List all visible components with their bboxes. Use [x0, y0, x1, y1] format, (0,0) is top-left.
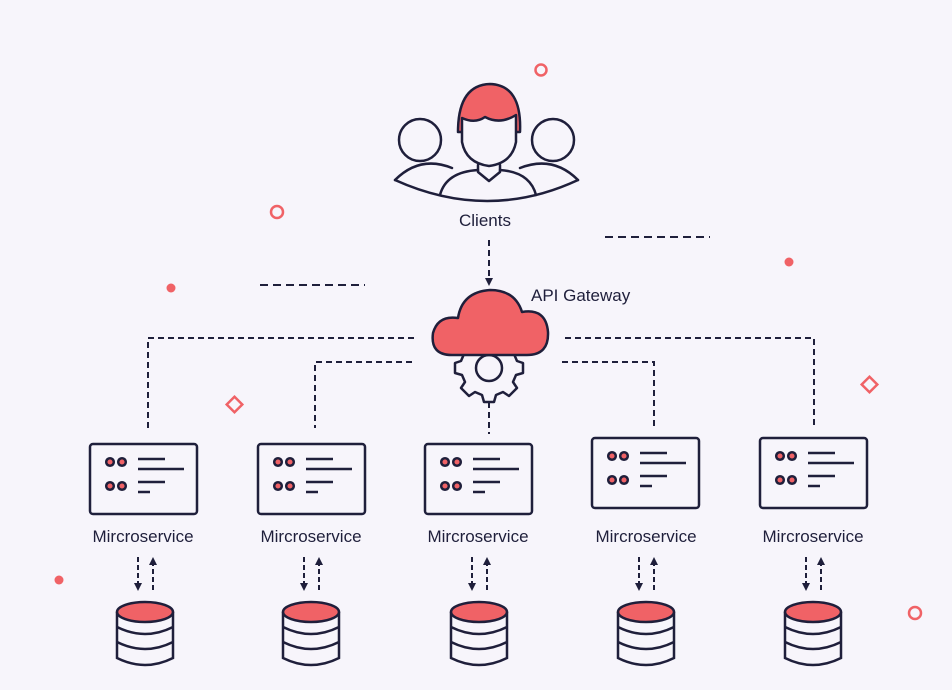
decor-diamond — [859, 374, 880, 395]
database-3-icon — [449, 600, 509, 667]
microservice-5-label: Mircroservice — [762, 527, 864, 546]
service-5 — [758, 436, 869, 510]
connector-service-1 — [147, 337, 414, 428]
connector-service-5 — [565, 337, 815, 428]
database-5-icon — [783, 600, 843, 667]
microservice-2-label: Mircroservice — [260, 527, 362, 546]
service-1 — [88, 442, 199, 516]
decor-diamond — [224, 394, 245, 415]
connector-service-4 — [562, 361, 655, 428]
gateway-icon — [431, 288, 550, 404]
api-gateway-label: API Gateway — [531, 286, 631, 305]
clients-label: Clients — [459, 211, 511, 230]
decor-dot — [784, 257, 794, 267]
service-3 — [423, 442, 534, 516]
microservice-4-label: Mircroservice — [595, 527, 697, 546]
connector-service-2 — [314, 361, 412, 428]
decor-ring — [269, 204, 285, 220]
database-2-icon — [281, 600, 341, 667]
microservice-1-label: Mircroservice — [92, 527, 194, 546]
service-4 — [590, 436, 701, 510]
database-4-icon — [616, 600, 676, 667]
decor-dot — [54, 575, 64, 585]
clients-icon — [393, 82, 580, 203]
decor-ring — [907, 605, 923, 621]
decor-ring — [534, 63, 548, 77]
database-1-icon — [115, 600, 175, 667]
microservice-3-label: Mircroservice — [427, 527, 529, 546]
decor-dot — [166, 283, 176, 293]
service-2 — [256, 442, 367, 516]
